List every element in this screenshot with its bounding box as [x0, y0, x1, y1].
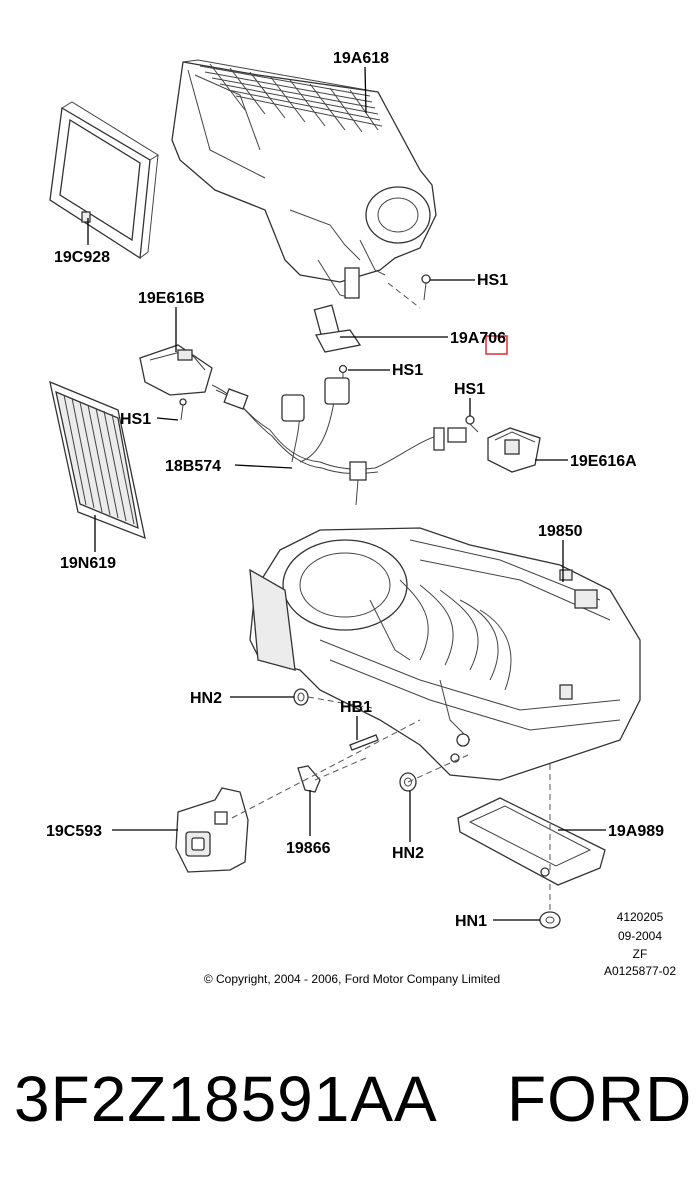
label-hs1-right: HS1: [454, 381, 485, 398]
exploded-parts-diagram: 19A618 19C928 HS1 19E616B 19A706 HS1 HS1…: [46, 50, 676, 986]
label-19E616A: 19E616A: [570, 453, 637, 470]
copyright-text: © Copyright, 2004 - 2006, Ford Motor Com…: [204, 972, 500, 986]
actuator-19E616B: [139, 344, 213, 421]
brand-name: FORD: [507, 1063, 693, 1135]
highlight-box: [485, 335, 508, 355]
ref-line-3: ZF: [633, 947, 648, 961]
label-hb1: HB1: [340, 699, 372, 716]
footer: 3F2Z18591AA FORD: [0, 1062, 700, 1162]
module-19C593: [175, 787, 249, 873]
ref-line-2: 09-2004: [618, 929, 662, 943]
resistor-19A706: [313, 304, 508, 355]
label-hs1-mid: HS1: [392, 362, 423, 379]
washer-hn1: [539, 911, 561, 929]
label-19C928: 19C928: [54, 249, 110, 266]
label-hn1: HN1: [455, 913, 487, 930]
screw-hs1-top: [421, 274, 431, 301]
label-19A989: 19A989: [608, 823, 664, 840]
label-18B574: 18B574: [165, 458, 221, 475]
bracket-19A989: [457, 797, 606, 886]
assembly-dash-lines: [231, 282, 551, 910]
label-19E616B: 19E616B: [138, 290, 205, 307]
label-hn2-left: HN2: [190, 690, 222, 707]
hvac-housing-19850: [249, 527, 641, 781]
label-hn2-bottom: HN2: [392, 845, 424, 862]
wire-harness-18B574: [211, 377, 467, 506]
label-19866: 19866: [286, 840, 331, 857]
screw-hs1-right: [465, 415, 479, 433]
label-19N619: 19N619: [60, 555, 116, 572]
nut-hn2-left: [293, 688, 309, 706]
label-19850: 19850: [538, 523, 583, 540]
label-19A618: 19A618: [333, 50, 389, 67]
leader-lines: [87, 66, 606, 921]
bracket-19866: [297, 765, 321, 793]
actuator-19E616A: [487, 427, 541, 473]
ref-line-1: 4120205: [617, 910, 664, 924]
part-number: 3F2Z18591AA: [14, 1063, 438, 1135]
label-19A706: 19A706: [450, 330, 506, 347]
label-hs1-top: HS1: [477, 272, 508, 289]
cabin-filter-19N619: [49, 380, 146, 540]
ref-line-4: A0125877-02: [604, 964, 676, 978]
label-hs1-left: HS1: [120, 411, 151, 428]
label-19C593: 19C593: [46, 823, 102, 840]
filter-frame-19C928: [49, 101, 159, 260]
bolt-hb1: [349, 734, 379, 751]
blower-housing-19A618: [171, 59, 437, 299]
